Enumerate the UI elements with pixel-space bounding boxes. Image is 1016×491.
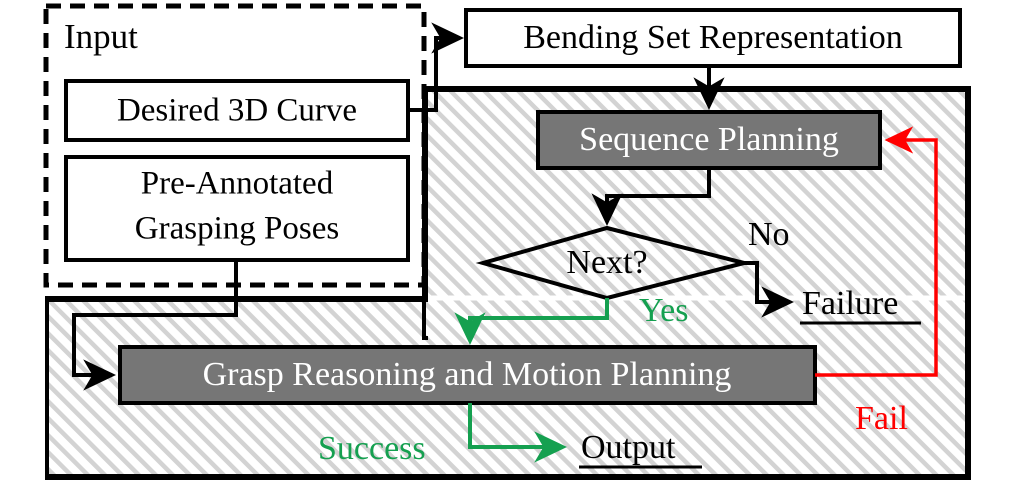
node-sequence-planning-label: Sequence Planning [579, 121, 839, 158]
node-output-label: Output [581, 429, 676, 466]
node-bending-set-representation[interactable] [464, 8, 962, 68]
edge-sequence-to-decision [591, 168, 711, 227]
edge-grasp-fail-to-sequence [815, 126, 938, 377]
edge-label-no: No [748, 216, 790, 253]
node-grasp-reasoning-motion-planning-label: Grasp Reasoning and Motion Planning [203, 356, 732, 393]
node-grasp-reasoning-motion-planning[interactable] [118, 345, 817, 405]
node-pre-annotated-grasping-poses-label-line1: Pre-Annotated [141, 166, 334, 202]
input-group-label: Input [64, 17, 138, 56]
edge-label-fail: Fail [855, 400, 908, 437]
node-sequence-planning[interactable] [536, 110, 882, 170]
node-desired-3d-curve-label: Desired 3D Curve [117, 93, 357, 129]
edge-grasp-success-to-output [468, 403, 568, 463]
node-decision-next-label: Next? [566, 244, 647, 281]
node-pre-annotated-grasping-poses[interactable] [64, 155, 410, 262]
edge-label-yes: Yes [639, 292, 688, 329]
edge-label-success: Success [318, 430, 426, 467]
node-failure-label: Failure [802, 285, 898, 322]
edge-decision-no-to-failure [744, 261, 795, 318]
node-bending-set-representation-label: Bending Set Representation [523, 19, 903, 56]
edge-decision-yes-to-grasp [454, 298, 609, 346]
edge-poses-to-grasp [72, 260, 238, 391]
edge-curve-to-bending-set [408, 22, 465, 112]
node-pre-annotated-grasping-poses-label-line2: Grasping Poses [135, 211, 339, 247]
